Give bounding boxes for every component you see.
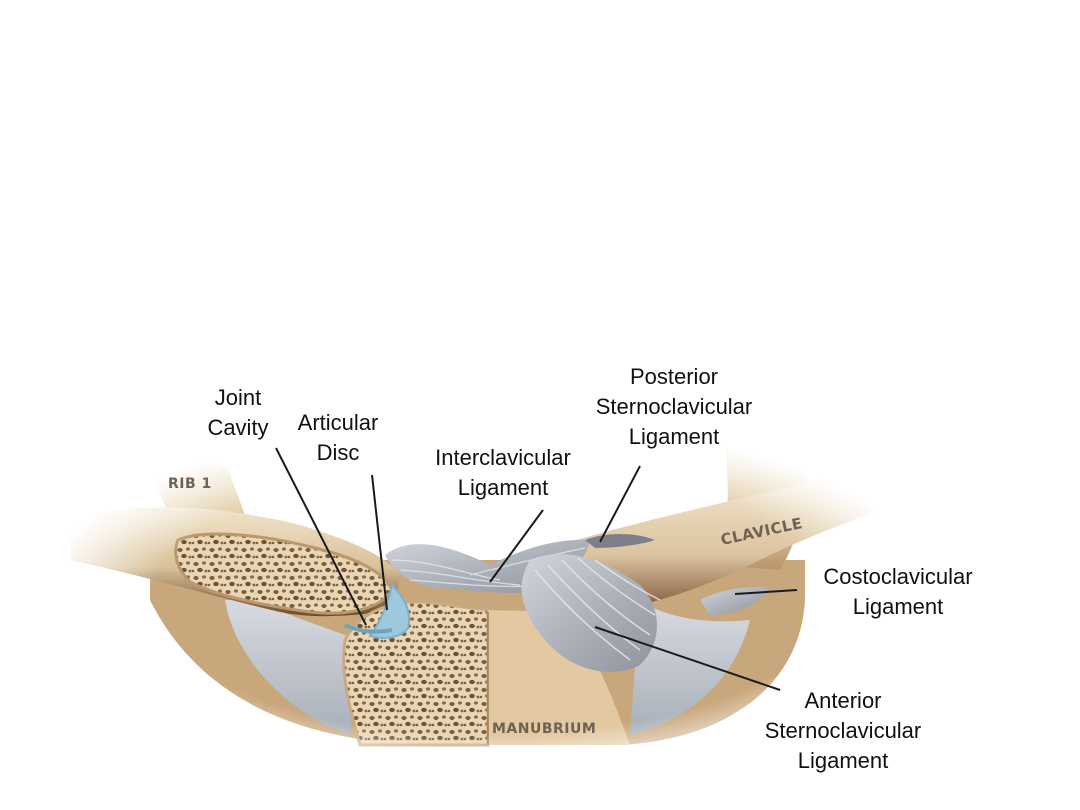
manubrium-label: MANUBRIUM	[492, 721, 596, 737]
anterior-line-3: Ligament	[797, 748, 889, 773]
costoclavicular-line-1: Costoclavicular	[823, 564, 973, 589]
leader-articular-disc	[371, 474, 388, 611]
articular-disc-line-2: Disc	[316, 440, 360, 465]
joint-cavity-line-2: Cavity	[207, 415, 269, 440]
articular-disc-label: Articular Disc	[282, 408, 394, 468]
costoclavicular-line-2: Ligament	[852, 594, 944, 619]
posterior-sternoclavicular-ligament-label: Posterior Sternoclavicular Ligament	[570, 362, 778, 452]
anterior-sternoclavicular-ligament-label: Anterior Sternoclavicular Ligament	[738, 686, 948, 776]
anterior-line-2: Sternoclavicular	[764, 718, 922, 743]
interclavicular-line-2: Ligament	[457, 475, 549, 500]
leader-costoclavicular	[734, 589, 798, 595]
posterior-line-3: Ligament	[628, 424, 720, 449]
articular-disc-line-1: Articular	[297, 410, 379, 435]
costoclavicular-ligament-label: Costoclavicular Ligament	[800, 562, 996, 622]
anterior-line-1: Anterior	[804, 688, 882, 713]
leader-lines	[275, 447, 798, 691]
leader-interclavicular	[489, 509, 544, 583]
interclavicular-line-1: Interclavicular	[435, 445, 571, 470]
leader-posterior	[599, 465, 641, 543]
interclavicular-ligament-label: Interclavicular Ligament	[414, 443, 592, 503]
posterior-line-2: Sternoclavicular	[595, 394, 753, 419]
joint-cavity-line-1: Joint	[214, 385, 262, 410]
leader-anterior	[594, 626, 781, 691]
rib-1-label: RIB 1	[168, 476, 212, 492]
posterior-line-1: Posterior	[629, 364, 719, 389]
joint-cavity-label: Joint Cavity	[196, 383, 280, 443]
leader-joint-cavity	[275, 447, 367, 626]
